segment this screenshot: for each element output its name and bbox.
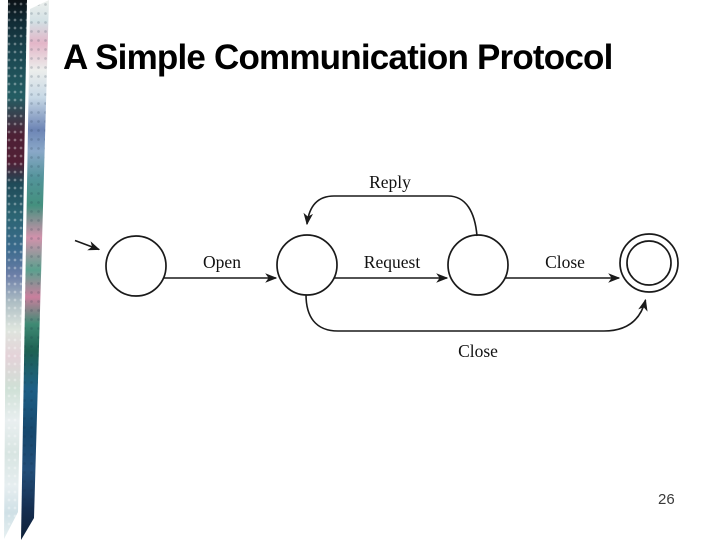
state-3: [447, 234, 509, 296]
label-reply: Reply: [369, 172, 411, 192]
slide-title: A Simple Communication Protocol: [63, 38, 613, 77]
state-2: [276, 234, 338, 296]
label-close: Close: [545, 252, 585, 272]
page-number: 26: [658, 491, 675, 508]
transition-reply-arrow: [303, 195, 478, 237]
transition-close-bottom-arrow: [305, 294, 648, 332]
label-close-bottom: Close: [458, 341, 498, 361]
start-arrow: [74, 239, 101, 251]
state-initial: [105, 235, 167, 297]
state-final-outer: [619, 233, 679, 293]
label-open: Open: [203, 252, 241, 272]
label-request: Request: [364, 252, 421, 272]
state-final-inner: [626, 240, 672, 286]
